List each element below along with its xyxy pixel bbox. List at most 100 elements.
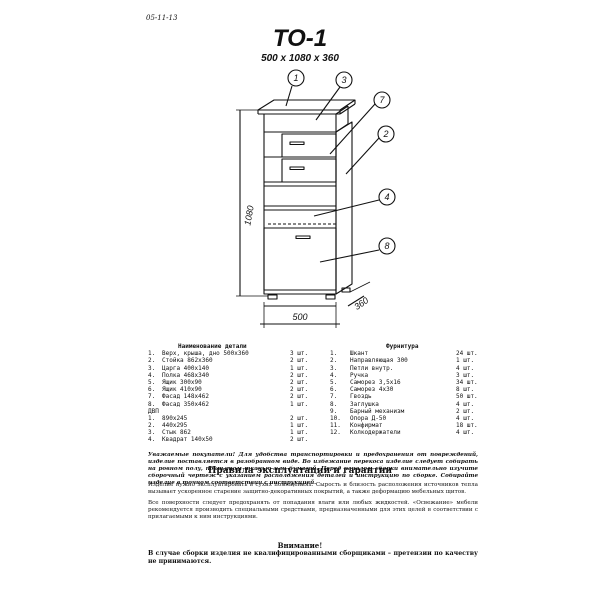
cell-qty: 1 шт.	[290, 364, 309, 372]
width-dimension-label: 500	[292, 312, 307, 322]
callout-1: 1	[293, 73, 298, 83]
cell-num: 1.	[148, 414, 156, 422]
callout-8-circle	[378, 237, 396, 255]
cell-qty: 1 шт.	[290, 400, 309, 408]
cell-name: Полка 468x340	[162, 371, 209, 379]
cell-num: 2.	[148, 357, 156, 365]
depth-dimension-label: 360	[352, 295, 370, 312]
callout-4-circle	[378, 188, 396, 206]
parts-table: Наименование детали 1.Верх, крыша, дно 5…	[148, 343, 318, 444]
hardware-table-title: Фурнитура	[386, 343, 419, 350]
callout-4: 4	[384, 192, 389, 202]
cell-qty: 4 шт.	[456, 429, 475, 437]
cell-qty: 1 шт.	[290, 422, 309, 430]
document-code: 05-11-13	[146, 14, 178, 22]
facade-middle	[281, 158, 337, 183]
callout-2-circle	[377, 125, 395, 143]
cell-qty: 2 шт.	[290, 386, 309, 394]
cell-name: Царга 400x140	[162, 364, 209, 372]
cell-qty: 2 шт.	[290, 414, 309, 422]
cell-name: Саморез 4x30	[350, 386, 394, 394]
facade-bottom	[263, 227, 337, 291]
handle-3	[295, 235, 311, 240]
table-row: 12. Колкодержатели 4 шт.	[330, 429, 488, 436]
cell-name: Направляющая 300	[350, 357, 408, 365]
assembly-drawing: 1 3 7 2 4 8 1080 500 360	[236, 69, 396, 328]
cell-qty: 4 шт.	[456, 414, 475, 422]
cell-num: 4.	[148, 371, 156, 379]
cell-name: Гвоздь	[350, 393, 372, 401]
cell-qty: 24 шт.	[456, 350, 478, 358]
callout-2: 2	[382, 129, 388, 139]
product-dimensions: 500 x 1080 x 360	[261, 53, 339, 64]
hardware-table: Фурнитура 1. Шкант 24 шт. 2. Направляющая 30…	[330, 343, 488, 436]
callout-7-circle	[373, 91, 391, 109]
cell-qty: 1 шт.	[456, 357, 475, 365]
cell-num: 2.	[148, 422, 156, 430]
table-row: 1. 890x245 2 шт.	[148, 415, 318, 422]
cell-qty: 50 шт.	[456, 393, 478, 401]
handle-1	[289, 141, 305, 146]
attention-text: В случае сборки изделия не квалифицирова…	[148, 550, 478, 565]
cell-num: 8.	[148, 400, 156, 408]
customer-notice: Уважаемые покупатели! Для удобства транс…	[148, 452, 478, 486]
cell-name: Фасад 350x462	[162, 400, 209, 408]
cell-name: Ручка	[350, 371, 369, 379]
height-dimension-label: 1080	[242, 205, 255, 226]
cell-qty: 2 шт.	[290, 436, 309, 444]
table-row: 7. Фасад 148x462 2 шт.	[148, 393, 318, 400]
cell-qty: 2 шт.	[290, 393, 309, 401]
cell-name: Стык 862	[162, 429, 191, 437]
table-row: 8. Фасад 350x462 1 шт.	[148, 401, 318, 408]
cell-qty: 1 шт.	[290, 429, 309, 437]
handle-2	[289, 166, 305, 171]
cell-num: 7.	[148, 393, 156, 401]
cell-qty: 2 шт.	[290, 378, 309, 386]
cell-qty: 2 шт.	[456, 407, 475, 415]
cell-num: 10.	[330, 414, 341, 422]
rules-paragraph-1: Изделие нужно эксплуатировать в сухих по…	[148, 482, 478, 495]
cell-name: Шкант	[350, 350, 369, 358]
cell-name: Фасад 148x462	[162, 393, 209, 401]
cell-num: 7.	[330, 393, 338, 401]
cell-name: Колкодержатели	[350, 429, 401, 437]
table-row: ДВП	[148, 408, 318, 415]
cell-num: 2.	[330, 357, 338, 365]
callout-7: 7	[379, 95, 385, 105]
cell-num: 5.	[148, 378, 156, 386]
table-row: 3. Петли внутр. 4 шт.	[330, 365, 488, 372]
cell-name: Барный механизм	[350, 407, 405, 415]
table-row: 3. Стык 862 1 шт.	[148, 429, 318, 436]
cell-qty: 4 шт.	[456, 364, 475, 372]
cell-num: 4.	[330, 371, 338, 379]
product-title: TO-1	[272, 25, 328, 52]
cell-name: Стойка 862x360	[162, 357, 213, 365]
cell-num: 1.	[330, 350, 338, 358]
cell-num: 3.	[330, 364, 338, 372]
cell-name: 440x295	[162, 422, 188, 430]
cell-qty: 18 шт.	[456, 422, 478, 430]
cell-num: 12.	[330, 429, 341, 437]
cell-name: Саморез 3,5x16	[350, 378, 401, 386]
cell-num: 3.	[148, 429, 156, 437]
cell-qty: 34 шт.	[456, 378, 478, 386]
parts-table-title: Наименование детали	[178, 343, 247, 350]
callout-1-circle	[287, 69, 305, 87]
cell-name: Конфирмат	[350, 422, 383, 430]
cell-num: 6.	[330, 386, 338, 394]
cell-name: Петли внутр.	[350, 364, 394, 372]
cell-name: 890x245	[162, 414, 188, 422]
cell-qty: 3 шт.	[456, 371, 475, 379]
table-row: 1. Шкант 24 шт.	[330, 350, 488, 357]
table-row: 7. Гвоздь 50 шт.	[330, 393, 488, 400]
cell-num: 8.	[330, 400, 338, 408]
table-row: 4. Ручка 3 шт.	[330, 372, 488, 379]
